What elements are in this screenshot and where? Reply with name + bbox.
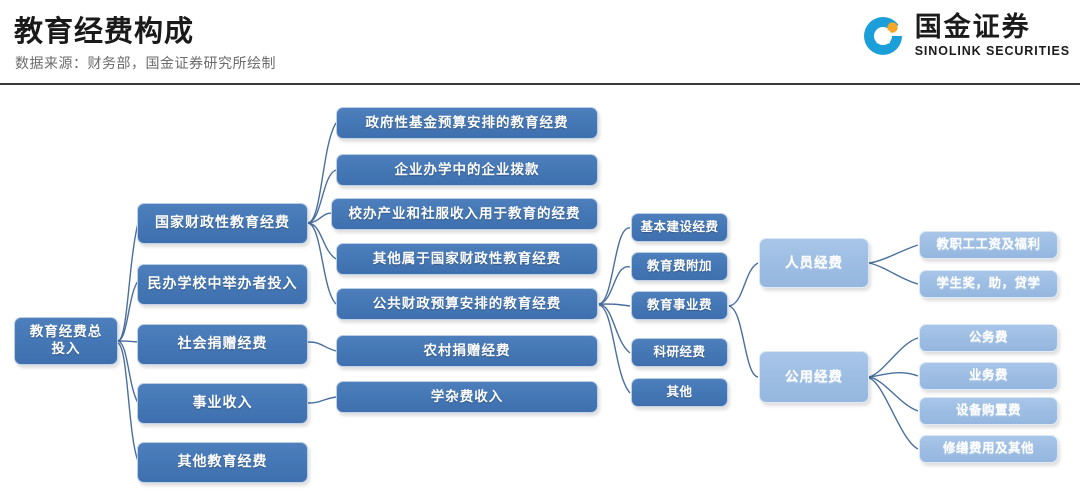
node-label: 设备购置费 [955,403,1021,418]
node-l1-2[interactable]: 社会捐赠经费 [137,324,308,365]
logo-name-cn: 国金证券 [914,12,1031,43]
node-l5-public-2[interactable]: 设备购置费 [919,397,1058,425]
node-label: 科研经费 [653,344,706,359]
connector-lines [117,122,919,462]
node-l1-0[interactable]: 国家财政性教育经费 [137,203,308,244]
node-l5-personnel-1[interactable]: 学生奖，助，贷学 [919,270,1058,298]
header-divider [0,83,1080,85]
node-l2-4[interactable]: 公共财政预算安排的教育经费 [336,288,598,320]
node-l5-personnel-0[interactable]: 教职工工资及福利 [919,231,1058,259]
node-label: 公务费 [968,330,1008,345]
node-label: 社会捐赠经费 [177,336,268,352]
node-l2-6[interactable]: 学杂费收入 [336,381,598,413]
node-l4-public[interactable]: 公用经费 [759,351,869,403]
node-label: 其他 [666,384,693,399]
logo-text: 国金证券 SINOLINK SECURITIES [915,14,1070,58]
page-header: 教育经费构成 数据来源：财务部，国金证券研究所绘制 国金证券 SINOLINK … [0,0,1080,85]
node-label: 农村捐赠经费 [423,342,511,358]
node-l3-3[interactable]: 科研经费 [631,338,728,367]
node-label: 人员经费 [785,254,843,270]
logo-name-en: SINOLINK SECURITIES [914,44,1070,59]
sinolink-logo-icon [861,14,905,58]
node-l2-0[interactable]: 政府性基金预算安排的教育经费 [336,107,598,139]
node-l1-3[interactable]: 事业收入 [137,383,308,424]
node-label: 教职工工资及福利 [936,237,1041,252]
page-title: 教育经费构成 [14,16,195,48]
node-l5-public-1[interactable]: 业务费 [919,362,1058,390]
node-label: 事业收入 [192,395,253,411]
node-label: 基本建设经费 [640,219,719,234]
node-label: 学杂费收入 [430,388,504,404]
node-l2-1[interactable]: 企业办学中的企业拨款 [336,154,598,186]
node-l3-4[interactable]: 其他 [631,378,728,407]
node-l3-1[interactable]: 教育费附加 [631,252,728,281]
node-l2-5[interactable]: 农村捐赠经费 [336,335,598,367]
data-source-note: 数据来源：财务部，国金证券研究所绘制 [15,55,276,71]
node-label: 公用经费 [785,368,843,384]
node-label: 教育费附加 [646,258,712,273]
node-label: 企业办学中的企业拨款 [394,161,540,177]
node-l3-0[interactable]: 基本建设经费 [631,213,728,242]
node-label: 业务费 [968,368,1008,383]
node-l3-2[interactable]: 教育事业费 [631,291,728,320]
node-label: 国家财政性教育经费 [155,215,290,231]
node-label: 校办产业和社服收入用于教育的经费 [348,205,581,221]
node-label: 修缮费用及其他 [942,441,1034,456]
node-l1-4[interactable]: 其他教育经费 [137,442,308,483]
brand-logo: 国金证券 SINOLINK SECURITIES [861,14,1070,58]
mindmap-canvas: 教育经费总 投入 国家财政性教育经费 民办学校中举办者投入 社会捐赠经费 事业收… [0,85,1080,501]
node-label: 教育事业费 [646,297,712,312]
node-label: 其他教育经费 [177,454,268,470]
node-label: 学生奖，助，贷学 [936,276,1041,291]
node-l5-public-0[interactable]: 公务费 [919,324,1058,352]
node-l4-personnel[interactable]: 人员经费 [759,238,869,288]
node-l1-1[interactable]: 民办学校中举办者投入 [137,264,308,305]
node-label: 其他属于国家财政性教育经费 [372,250,562,266]
node-l2-2[interactable]: 校办产业和社服收入用于教育的经费 [331,198,598,230]
node-label: 公共财政预算安排的教育经费 [372,295,562,311]
node-root[interactable]: 教育经费总 投入 [14,317,118,365]
node-l2-3[interactable]: 其他属于国家财政性教育经费 [336,243,598,275]
node-label: 民办学校中举办者投入 [147,276,298,292]
node-root-label: 教育经费总 投入 [29,324,103,356]
node-l5-public-3[interactable]: 修缮费用及其他 [919,435,1058,463]
node-label: 政府性基金预算安排的教育经费 [365,114,569,130]
